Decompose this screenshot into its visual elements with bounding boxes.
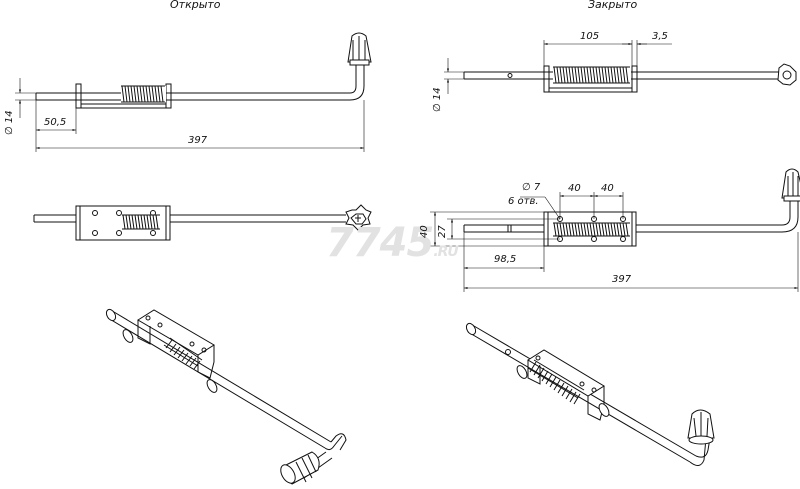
hole-count-label: 6 отв. — [508, 196, 539, 207]
open-side-view — [15, 32, 372, 152]
closed-side-view — [444, 40, 797, 94]
open-offset-label: 50,5 — [44, 117, 67, 128]
closed-spring-label: 105 — [580, 31, 600, 42]
plate-height-label: 40 — [419, 225, 430, 238]
closed-gap-label: 3,5 — [652, 31, 668, 42]
closed-top-view — [430, 168, 800, 292]
plate-inner-label: 27 — [437, 225, 448, 238]
open-isometric-view — [105, 308, 347, 485]
watermark-main: 7745 — [326, 220, 434, 266]
watermark-suffix: .RU — [433, 244, 458, 260]
open-diameter-label: ∅ 14 — [4, 110, 15, 135]
open-top-view — [33, 204, 372, 241]
closed-isometric-view — [465, 322, 715, 466]
hole-diameter-label: ∅ 7 — [522, 182, 541, 193]
open-view-title: Открыто — [170, 0, 221, 11]
closed-diameter-label: ∅ 14 — [432, 87, 443, 112]
open-length-label: 397 — [188, 135, 208, 146]
closed-length-label: 397 — [612, 274, 632, 285]
plate-offset-label: 98,5 — [494, 254, 517, 265]
closed-view-title: Закрыто — [588, 0, 638, 11]
hole-pitch-2-label: 40 — [601, 183, 614, 194]
watermark-logo: 7745.RU — [326, 220, 459, 266]
hole-pitch-1-label: 40 — [568, 183, 581, 194]
